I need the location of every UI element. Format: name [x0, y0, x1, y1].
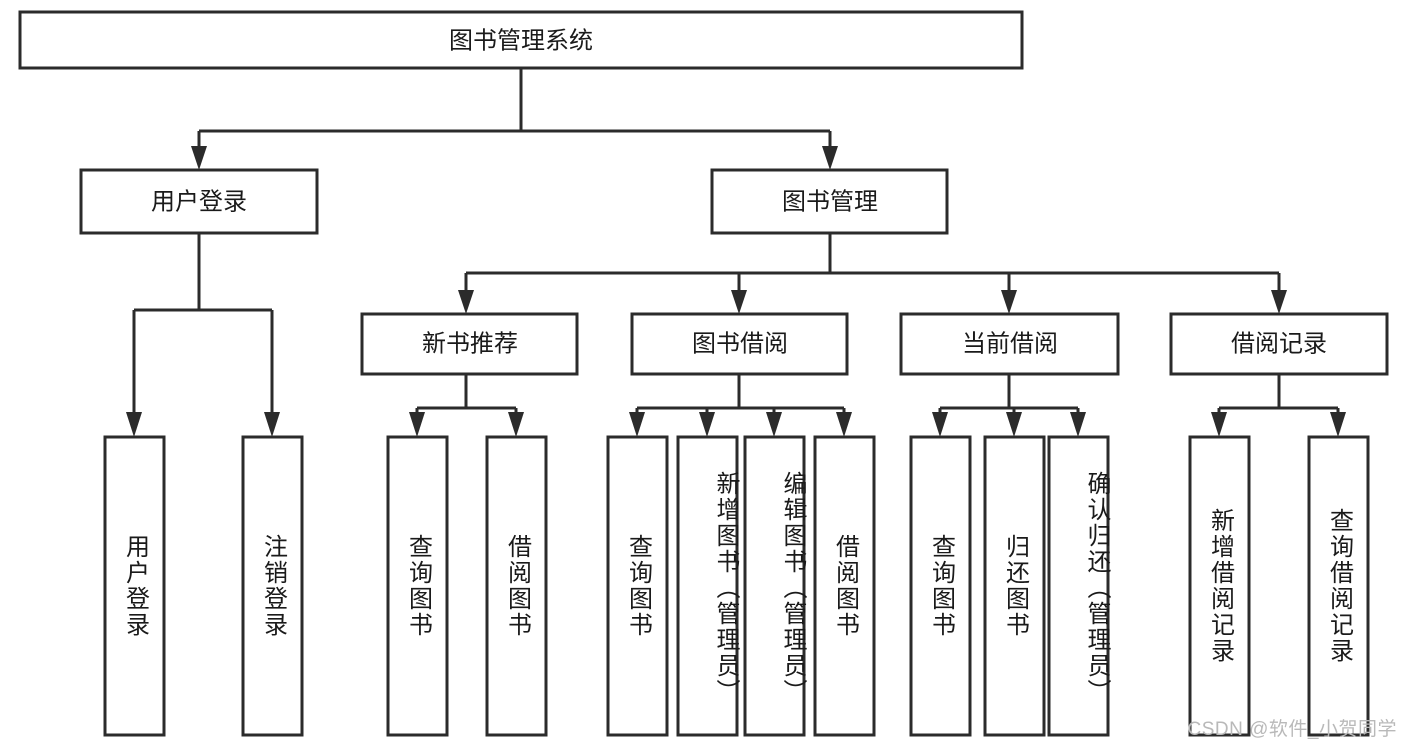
- node-user-login-label: 用户登录: [151, 188, 247, 215]
- leaf-logout-label: 注销登录: [259, 534, 287, 638]
- leaf-return-book[interactable]: 归还图书: [983, 435, 1046, 737]
- connector-group-new-book-rec-to-leaves: [409, 374, 524, 437]
- leaf-query-borrow-record-label: 查询借阅记录: [1325, 508, 1353, 664]
- node-book-manage-box[interactable]: [710, 168, 949, 235]
- node-book-borrow-label: 图书借阅: [692, 330, 788, 357]
- leaf-add-borrow-record[interactable]: 新增借阅记录: [1188, 435, 1251, 737]
- connector-group-current-borrow-to-leaves: [932, 374, 1086, 437]
- node-user-login-box[interactable]: [79, 168, 319, 235]
- arrow-head-leaf-query-book-1: [409, 412, 425, 437]
- arrow-head-to-current-borrow: [1001, 290, 1017, 314]
- leaf-edit-book-label: 编辑图书（管理员）: [779, 471, 806, 705]
- connector-group-book-borrow-to-leaves: [629, 374, 852, 437]
- arrow-head-leaf-return-book: [1006, 412, 1022, 437]
- arrow-head-leaf-add-book: [699, 412, 715, 437]
- leaf-return-book-label: 归还图书: [1001, 534, 1029, 638]
- arrow-head-to-book-borrow: [731, 290, 747, 314]
- node-root-box[interactable]: [18, 10, 1024, 70]
- leaf-logout[interactable]: 注销登录: [241, 435, 304, 737]
- connector-group-user-login-to-leaves: [126, 233, 280, 437]
- arrow-head-leaf-user-login: [126, 412, 142, 437]
- arrow-head-leaf-edit-book: [766, 412, 782, 437]
- leaf-user-login[interactable]: 用户登录: [103, 435, 166, 737]
- node-book-borrow-box[interactable]: [630, 312, 849, 376]
- node-current-borrow[interactable]: 当前借阅: [899, 312, 1120, 376]
- node-book-manage[interactable]: 图书管理: [710, 168, 949, 235]
- leaf-borrow-book[interactable]: 借阅图书: [813, 435, 876, 737]
- leaf-add-book[interactable]: 新增图书（管理员）: [676, 435, 739, 737]
- arrow-head-to-borrow-record: [1271, 290, 1287, 314]
- node-new-book-recommend-label: 新书推荐: [422, 330, 518, 357]
- leaf-logout-box[interactable]: [241, 435, 304, 737]
- leaf-add-borrow-record-label: 新增借阅记录: [1206, 508, 1234, 664]
- node-borrow-record-box[interactable]: [1169, 312, 1389, 376]
- leaf-borrow-book-rec[interactable]: 借阅图书: [485, 435, 548, 737]
- node-borrow-record[interactable]: 借阅记录: [1169, 312, 1389, 376]
- node-root[interactable]: 图书管理系统: [18, 10, 1024, 70]
- node-new-book-recommend-box[interactable]: [360, 312, 579, 376]
- leaf-borrow-book-label: 借阅图书: [831, 534, 859, 638]
- leaf-query-book-borrow-box[interactable]: [606, 435, 669, 737]
- leaf-query-book-rec-box[interactable]: [386, 435, 449, 737]
- arrow-head-to-user-login: [191, 146, 207, 170]
- leaf-query-book-borrow[interactable]: 查询图书: [606, 435, 669, 737]
- leaf-query-borrow-record[interactable]: 查询借阅记录: [1307, 435, 1370, 737]
- leaf-confirm-return-box[interactable]: [1047, 435, 1110, 737]
- leaf-confirm-return-label: 确认归还（管理员）: [1083, 471, 1110, 705]
- leaf-user-login-label: 用户登录: [121, 534, 149, 638]
- leaf-query-book-current-label: 查询图书: [927, 534, 955, 638]
- leaf-edit-book[interactable]: 编辑图书（管理员）: [743, 435, 806, 737]
- leaf-query-book-rec-label: 查询图书: [404, 534, 432, 638]
- arrow-head-leaf-query-book-2: [629, 412, 645, 437]
- node-current-borrow-box[interactable]: [899, 312, 1120, 376]
- arrow-head-leaf-borrow-book-1: [508, 412, 524, 437]
- connector-group-book-manage-to-level3: [458, 233, 1287, 314]
- leaf-query-book-rec[interactable]: 查询图书: [386, 435, 449, 737]
- leaf-add-borrow-record-box[interactable]: [1188, 435, 1251, 737]
- node-user-login[interactable]: 用户登录: [79, 168, 319, 235]
- arrow-head-leaf-borrow-book-2: [836, 412, 852, 437]
- leaf-edit-book-box[interactable]: [743, 435, 806, 737]
- node-current-borrow-label: 当前借阅: [962, 330, 1058, 357]
- leaf-borrow-book-rec-box[interactable]: [485, 435, 548, 737]
- arrow-head-leaf-logout: [264, 412, 280, 437]
- node-book-manage-label: 图书管理: [782, 188, 878, 215]
- arrow-head-leaf-query-record: [1330, 412, 1346, 437]
- node-book-borrow[interactable]: 图书借阅: [630, 312, 849, 376]
- node-new-book-recommend[interactable]: 新书推荐: [360, 312, 579, 376]
- connector-group-borrow-record-to-leaves: [1211, 374, 1346, 437]
- leaf-query-borrow-record-box[interactable]: [1307, 435, 1370, 737]
- leaf-user-login-box[interactable]: [103, 435, 166, 737]
- arrow-head-to-book-manage: [822, 146, 838, 170]
- arrow-head-leaf-confirm-return: [1070, 412, 1086, 437]
- node-root-label: 图书管理系统: [449, 27, 593, 54]
- leaf-confirm-return[interactable]: 确认归还（管理员）: [1047, 435, 1110, 737]
- leaf-borrow-book-box[interactable]: [813, 435, 876, 737]
- connector-group-root-to-level2: [191, 68, 838, 170]
- node-borrow-record-label: 借阅记录: [1231, 330, 1327, 357]
- leaf-add-book-label: 新增图书（管理员）: [712, 471, 739, 705]
- leaf-query-book-borrow-label: 查询图书: [624, 534, 652, 638]
- arrow-head-leaf-add-record: [1211, 412, 1227, 437]
- leaf-query-book-current[interactable]: 查询图书: [909, 435, 972, 737]
- arrow-head-leaf-query-book-3: [932, 412, 948, 437]
- arrow-head-to-new-book-rec: [458, 290, 474, 314]
- leaf-borrow-book-rec-label: 借阅图书: [503, 534, 531, 638]
- leaf-add-book-box[interactable]: [676, 435, 739, 737]
- leaf-return-book-box[interactable]: [983, 435, 1046, 737]
- leaf-query-book-current-box[interactable]: [909, 435, 972, 737]
